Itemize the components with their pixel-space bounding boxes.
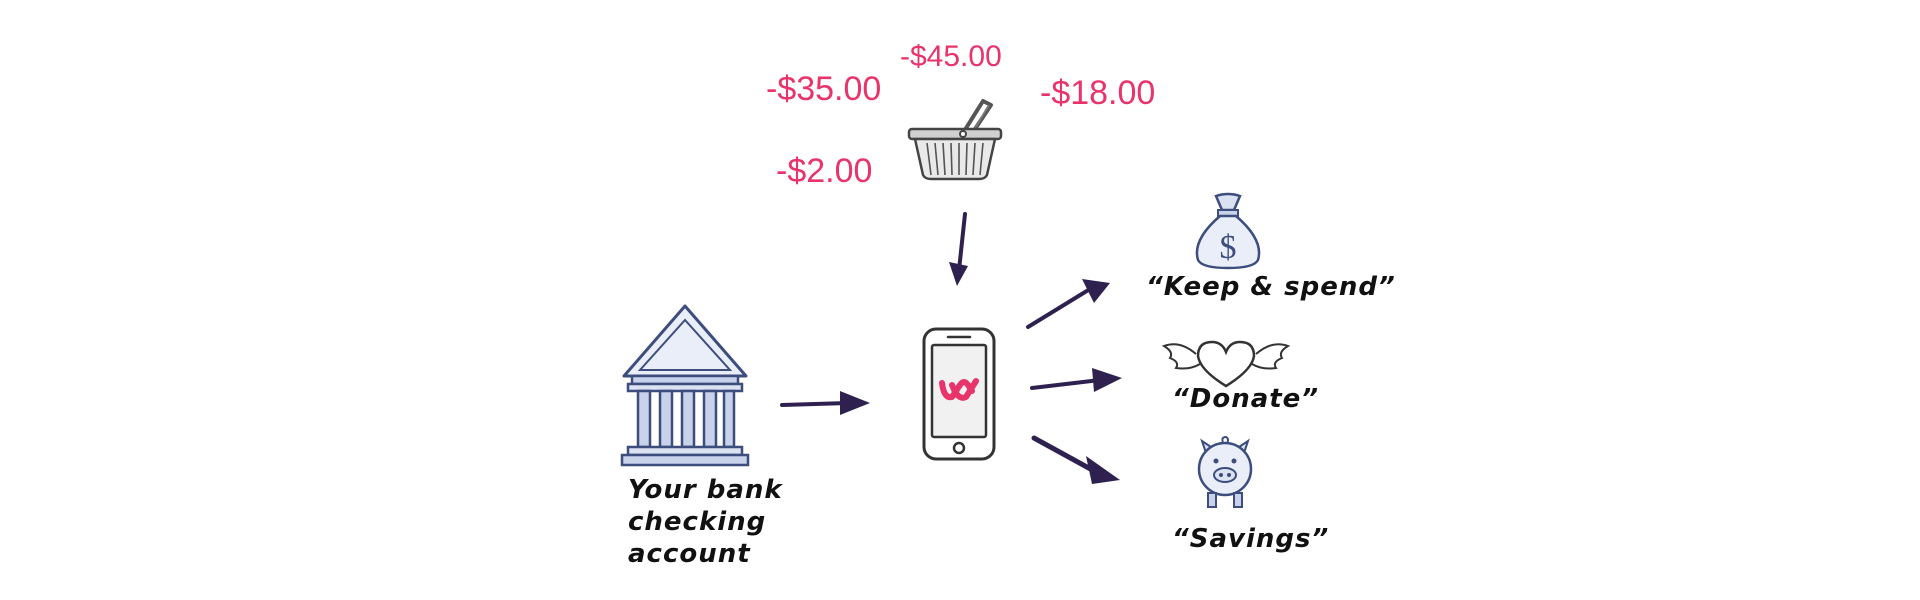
bank-label-line2: checking — [628, 507, 767, 537]
arrow-basket-to-phone — [949, 212, 968, 286]
arrow-phone-to-donate — [1030, 368, 1122, 392]
winged-heart-icon — [1161, 340, 1291, 388]
amount-18: -$18.00 — [1040, 74, 1156, 112]
savings-label: “Savings” — [1172, 524, 1330, 554]
basket-icon — [907, 99, 1003, 181]
piggy-bank-icon — [1197, 435, 1253, 508]
bank-icon — [620, 304, 750, 467]
bank-label: Your bank checking account — [628, 474, 783, 570]
arrow-bank-to-phone — [780, 391, 870, 415]
svg-text:$: $ — [1220, 229, 1237, 266]
donate-label: “Donate” — [1172, 384, 1320, 414]
phone-icon — [922, 327, 996, 461]
arrow-phone-to-keep — [1026, 279, 1110, 329]
bank-label-line3: account — [628, 539, 751, 569]
arrow-phone-to-savings — [1031, 435, 1120, 484]
keep-spend-label: “Keep & spend” — [1146, 272, 1396, 302]
bank-label-line1: Your bank — [628, 475, 783, 505]
money-bag-icon: $ — [1195, 192, 1261, 270]
amount-45: -$45.00 — [900, 40, 1002, 73]
amount-35: -$35.00 — [766, 70, 882, 108]
amount-2: -$2.00 — [776, 152, 873, 190]
app-logo-icon — [939, 378, 979, 401]
